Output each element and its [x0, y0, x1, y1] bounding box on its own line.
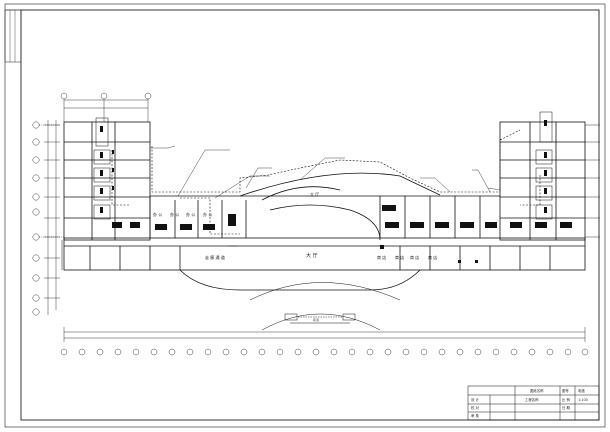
title-block-approver: 审 核: [471, 413, 479, 418]
title-block-date: 日 期: [562, 405, 570, 410]
room-labels: 办 公 办 公 办 公 办 公 大 厅 大 厅 走 廊 通 道 商 店 商 店 …: [153, 191, 437, 260]
room-label-office-3: 办 公: [186, 211, 195, 217]
left-axis-grid: [32, 120, 64, 316]
room-label-office-1: 办 公: [153, 211, 162, 217]
leader-lines: [150, 145, 501, 247]
room-label-office-2: 办 公: [170, 211, 179, 217]
room-label-shop-3: 商 店: [410, 254, 419, 260]
left-wing-fixtures: [100, 126, 114, 213]
right-wing: [499, 111, 586, 241]
room-label-office-4: 办 公: [203, 211, 212, 217]
left-wing: [63, 117, 151, 241]
room-label-hall: 大 厅: [310, 191, 319, 197]
room-label-corridor: 走 廊 通 道: [205, 254, 225, 260]
bottom-axis-dims: [60, 327, 589, 356]
title-block-designer: 设 计: [471, 397, 479, 402]
room-label-shop-2: 商 店: [395, 254, 404, 260]
top-left-axis-dims: [60, 92, 152, 122]
title-block-drawing-no: 电施: [578, 388, 585, 393]
title-block-drawing-no-label: 图号: [562, 388, 569, 393]
room-label-lobby: 大 厅: [306, 252, 318, 259]
furniture: [112, 205, 572, 263]
canopy-label: 雨 篷: [313, 318, 319, 322]
title-block-scale: 1:100: [578, 398, 588, 402]
title-block-checker: 校 对: [471, 405, 479, 410]
title-block-text: 图纸名称 图号 电施 设 计 校 对 审 核 工程名称 比 例 1:100 日 …: [471, 388, 588, 418]
right-wing-fixtures: [544, 120, 547, 213]
sheet-border: [4, 3, 606, 428]
room-label-shop-4: 商 店: [428, 254, 437, 260]
right-axis-grid: [585, 124, 600, 238]
title-block-scale-label: 比 例: [562, 397, 570, 402]
title-block: [467, 385, 600, 421]
canopy-detail: [261, 313, 381, 331]
central-building: [61, 172, 586, 301]
title-block-project-name: 工程名称: [525, 397, 539, 402]
title-block-drawing-name: 图纸名称: [530, 388, 544, 393]
wiring-routes: [111, 129, 541, 235]
room-label-shop-1: 商 店: [377, 254, 386, 260]
